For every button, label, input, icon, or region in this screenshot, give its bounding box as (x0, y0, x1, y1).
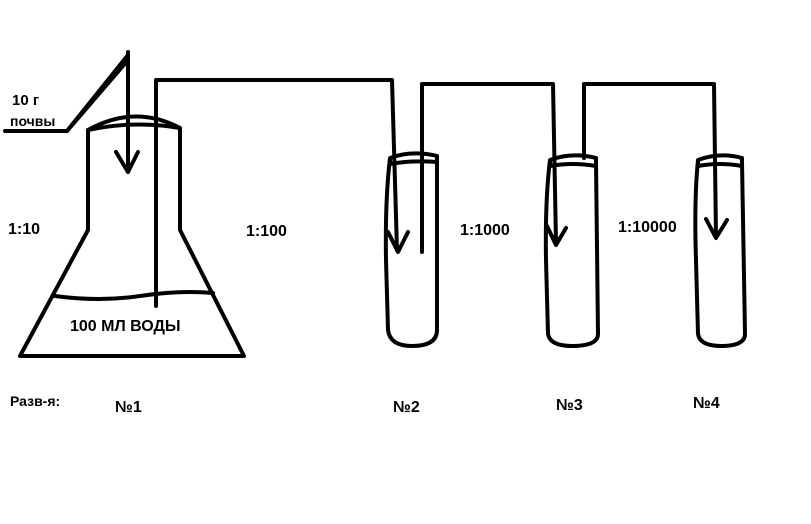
tube-4 (693, 153, 747, 348)
tube-2-body (383, 157, 439, 348)
water-label: 100 МЛ ВОДЫ (70, 318, 181, 335)
tube-4-rim (696, 153, 744, 168)
soil-label-line2: почвы (10, 113, 55, 129)
number-3: №3 (556, 397, 583, 414)
flask-neck-rim (86, 114, 182, 132)
tube-3 (543, 153, 600, 348)
arrow-head-4 (704, 217, 729, 240)
soil-label-line1: 10 г (12, 92, 39, 109)
row-label: Разв-я: (10, 393, 60, 409)
number-2: №2 (393, 399, 420, 416)
tube-4-body (693, 159, 747, 348)
flask-water-line (53, 290, 215, 301)
ratio-4: 1:10000 (618, 219, 677, 236)
ratio-2: 1:100 (246, 223, 287, 240)
ratio-3: 1:1000 (460, 222, 510, 239)
flask-body (18, 126, 246, 358)
tube-3-rim (548, 153, 598, 168)
soil-arrow-head (114, 150, 140, 174)
tube-3-body (543, 159, 600, 348)
transfer-1-2 (154, 78, 399, 308)
tube-2-rim (388, 151, 439, 166)
arrow-head-2 (386, 230, 410, 254)
ratio-1: 1:10 (8, 221, 40, 238)
transfer-3-4 (582, 82, 718, 239)
flask-1 (18, 114, 246, 358)
tube-2 (383, 151, 439, 348)
number-1: №1 (115, 399, 142, 416)
soil-diagonal (65, 58, 130, 133)
transfer-lines (154, 78, 729, 308)
soil-pointer (3, 50, 140, 174)
arrow-head-3 (545, 224, 568, 247)
number-4: №4 (693, 395, 720, 412)
